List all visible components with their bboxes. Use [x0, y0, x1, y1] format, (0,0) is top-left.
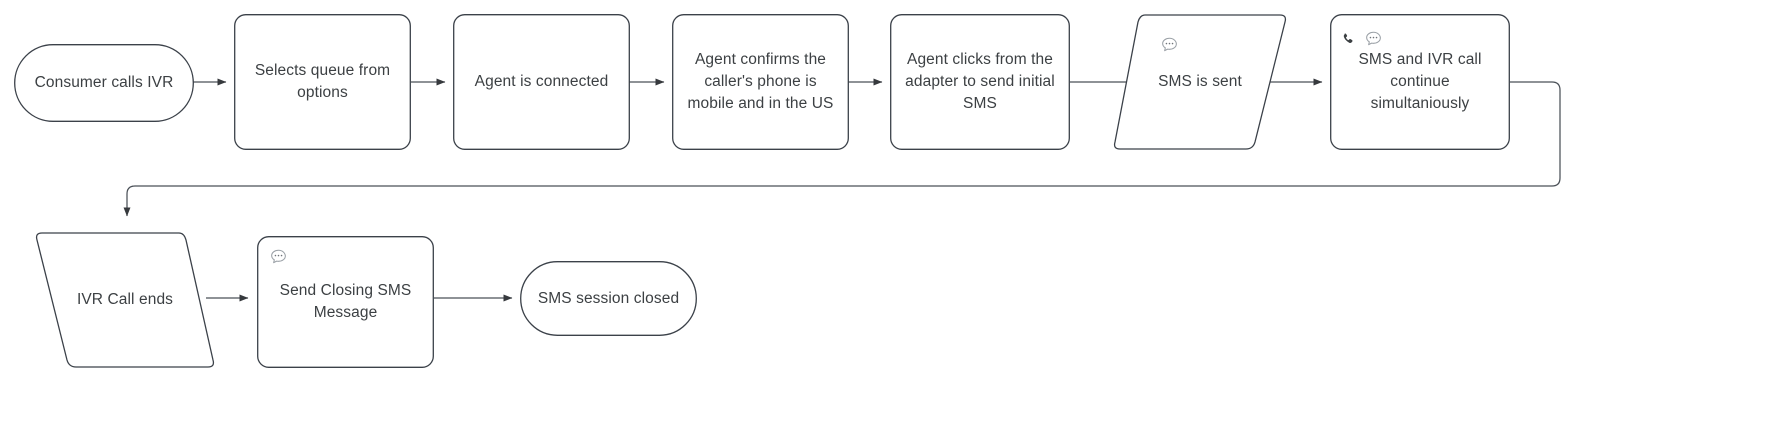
- node-label: Consumer calls IVR: [34, 74, 174, 91]
- node-agent-confirms-phone[interactable]: Agent confirms the caller's phone is mob…: [672, 14, 849, 150]
- rounded-rect-shape: [1330, 14, 1510, 150]
- node-label: SMS and IVR call continue simultaniously: [1358, 51, 1482, 112]
- phone-icon: [1343, 33, 1353, 43]
- speech-bubble-icon: [1366, 31, 1381, 46]
- node-icon-row: [1340, 30, 1383, 49]
- speech-bubble-icon: [1162, 37, 1177, 52]
- rounded-rect-shape: [672, 14, 849, 150]
- node-sms-and-ivr-continue[interactable]: SMS and IVR call continue simultaniously: [1330, 14, 1510, 150]
- parallelogram-left-shape: [35, 232, 215, 368]
- node-sms-session-closed[interactable]: SMS session closed: [520, 261, 697, 336]
- stadium-shape: [14, 44, 194, 122]
- rounded-rect-shape: [453, 14, 630, 150]
- node-consumer-calls-ivr[interactable]: Consumer calls IVR: [14, 44, 194, 122]
- parallelogram-right-shape: [1113, 14, 1287, 150]
- node-icon-row: [1160, 36, 1179, 55]
- rounded-rect-shape: [257, 236, 434, 368]
- node-label: Agent is connected: [474, 73, 609, 90]
- node-ivr-call-ends[interactable]: IVR Call ends: [34, 232, 216, 368]
- node-label: Agent confirms the caller's phone is mob…: [687, 51, 834, 112]
- rounded-rect-shape: [890, 14, 1070, 150]
- rounded-rect-shape: [234, 14, 411, 150]
- node-sms-is-sent[interactable]: SMS is sent: [1112, 14, 1288, 150]
- node-send-closing-sms[interactable]: Send Closing SMS Message: [257, 236, 434, 368]
- node-label: Selects queue from options: [254, 62, 391, 101]
- stadium-shape: [520, 261, 697, 336]
- node-agent-connected[interactable]: Agent is connected: [453, 14, 630, 150]
- node-icon-row: [269, 248, 288, 267]
- node-label: IVR Call ends: [76, 291, 174, 308]
- node-label: Send Closing SMS Message: [279, 282, 412, 321]
- speech-bubble-icon: [271, 249, 286, 264]
- node-label: SMS is sent: [1158, 73, 1242, 90]
- node-selects-queue[interactable]: Selects queue from options: [234, 14, 411, 150]
- node-label: SMS session closed: [537, 289, 680, 307]
- node-agent-clicks-adapter[interactable]: Agent clicks from the adapter to send in…: [890, 14, 1070, 150]
- node-label: Agent clicks from the adapter to send in…: [905, 51, 1055, 112]
